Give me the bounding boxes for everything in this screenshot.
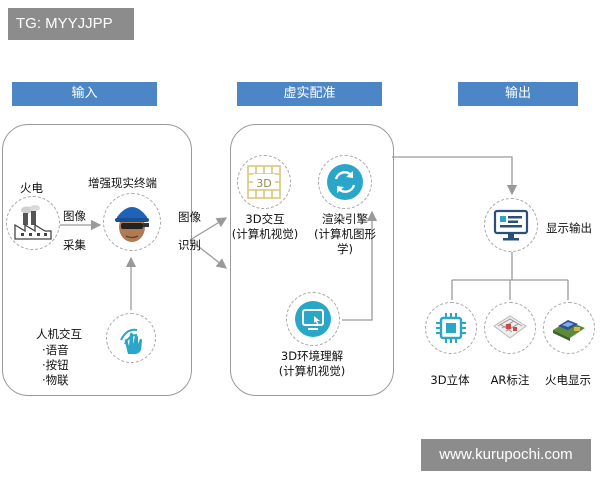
render-engine-subtitle-1: (计算机图形 bbox=[314, 227, 376, 241]
screen-cursor-icon bbox=[295, 301, 331, 337]
image-capture-label-1: 图像 bbox=[63, 209, 86, 223]
ar-annotation-label: AR标注 bbox=[490, 373, 530, 387]
env-understanding-subtitle: (计算机视觉) bbox=[278, 364, 346, 378]
cube-3d-icon: 3D bbox=[247, 165, 281, 199]
hand-touch-icon bbox=[120, 328, 142, 354]
power-plant-icon bbox=[14, 205, 52, 240]
refresh-icon bbox=[327, 164, 363, 200]
map-annotation-icon bbox=[493, 315, 527, 339]
thermal-display-label: 火电显示 bbox=[545, 373, 591, 387]
chip-3d-icon bbox=[436, 313, 466, 343]
input-panel bbox=[2, 124, 192, 396]
header-virtual-real: 虚实配准 bbox=[237, 82, 382, 106]
power-plant-circle bbox=[6, 196, 60, 250]
hci-circle bbox=[106, 313, 156, 363]
env-understanding-circle bbox=[286, 292, 340, 346]
ar-annotation-circle bbox=[484, 302, 536, 354]
cube-3d-text: 3D bbox=[256, 177, 271, 190]
image-capture-label-2: 采集 bbox=[63, 238, 86, 252]
hci-title: 人机交互 bbox=[36, 327, 82, 341]
stereo-3d-circle bbox=[425, 302, 477, 354]
ar-terminal-label: 增强现实终端 bbox=[88, 176, 157, 190]
hci-item-button: ·按钮 bbox=[42, 358, 69, 372]
source-label: 火电 bbox=[20, 181, 43, 195]
image-recognition-label-1: 图像 bbox=[178, 210, 201, 224]
watermark-bottom: www.kurupochi.com bbox=[421, 439, 591, 471]
interaction-3d-subtitle: (计算机视觉) bbox=[231, 227, 299, 241]
render-engine-subtitle-2: 学) bbox=[337, 242, 353, 256]
render-engine-title: 渲染引擎 bbox=[322, 212, 368, 226]
display-output-label: 显示输出 bbox=[546, 221, 592, 235]
env-understanding-title: 3D环境理解 bbox=[280, 349, 344, 363]
ar-terminal-circle bbox=[103, 193, 161, 251]
header-output: 输出 bbox=[458, 82, 578, 106]
hci-item-voice: ·语音 bbox=[42, 343, 69, 357]
interaction-3d-circle: 3D bbox=[237, 155, 291, 209]
arrow-to-display bbox=[392, 156, 518, 196]
thermal-display-circle bbox=[543, 302, 595, 354]
header-input: 输入 bbox=[12, 82, 157, 106]
ar-headset-icon bbox=[115, 207, 149, 242]
image-recognition-label-2: 识别 bbox=[178, 238, 201, 252]
monitor-icon bbox=[493, 209, 529, 241]
interaction-3d-title: 3D交互 bbox=[245, 212, 285, 226]
display-output-circle bbox=[484, 198, 538, 252]
arrow-to-mid-down bbox=[189, 239, 228, 269]
watermark-top: TG: MYYJJPP bbox=[8, 8, 134, 40]
arrow-to-mid-up bbox=[189, 217, 228, 241]
stereo-3d-label: 3D立体 bbox=[430, 373, 470, 387]
hci-item-iot: ·物联 bbox=[42, 373, 69, 387]
render-engine-circle bbox=[318, 155, 372, 209]
arrow-env-to-render bbox=[342, 210, 378, 321]
thermal-plant-model-icon bbox=[553, 320, 585, 341]
